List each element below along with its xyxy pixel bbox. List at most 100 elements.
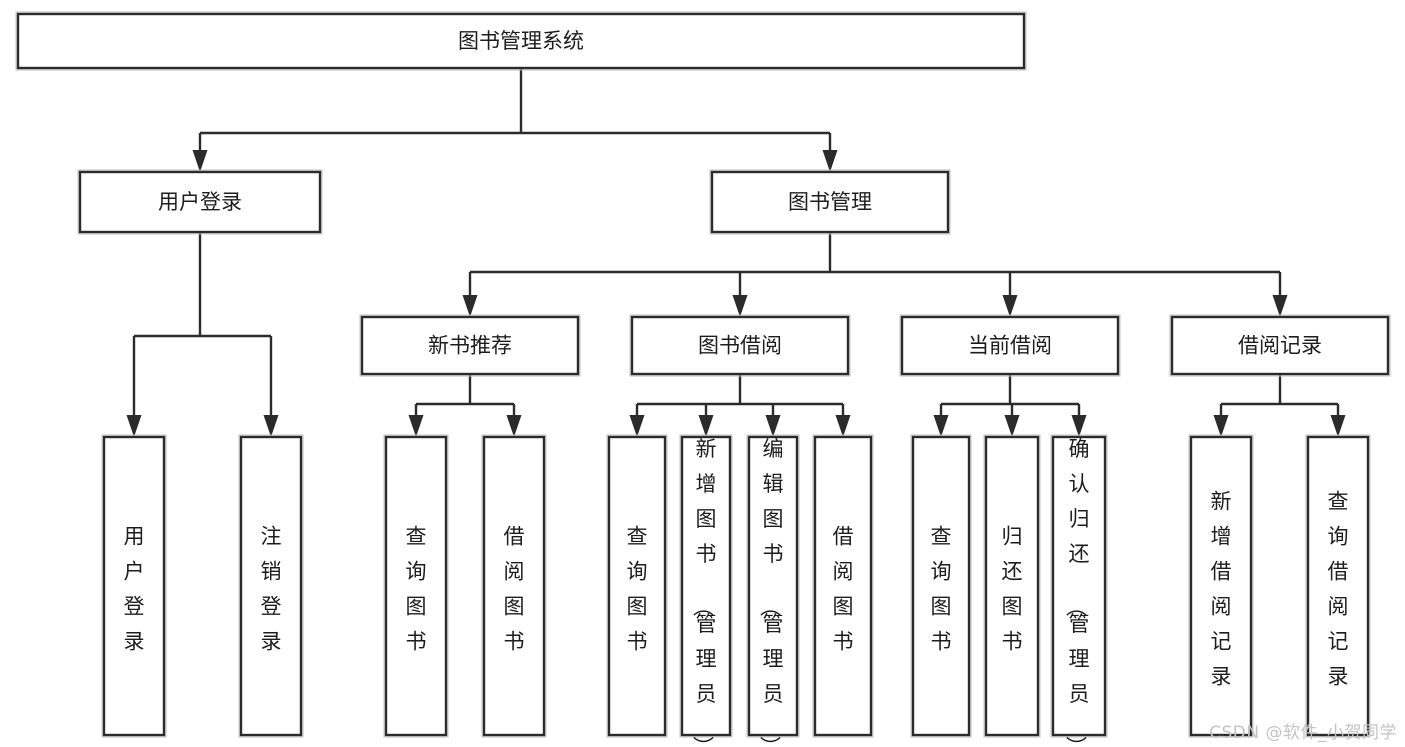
node-halo-login-logout — [238, 434, 304, 738]
node-halo-current — [899, 314, 1121, 377]
node-label-record-add: 新增借阅记录 — [1211, 489, 1232, 688]
node-halo-borrow-add — [679, 434, 733, 738]
node-borrow-edit[interactable]: 编辑图书（管理员） — [746, 434, 800, 747]
node-root[interactable]: 图书管理系统 — [15, 11, 1027, 71]
node-record[interactable]: 借阅记录 — [1169, 314, 1391, 377]
node-box-bookmgmt[interactable] — [710, 170, 950, 234]
node-halo-newbook — [359, 314, 581, 377]
node-halo-borrow-do — [812, 434, 874, 738]
connector-layer — [126, 68, 1346, 437]
node-label-current-query: 查询图书 — [931, 524, 952, 653]
node-label-record-query: 查询借阅记录 — [1328, 489, 1349, 688]
node-halo-current-query — [910, 434, 972, 738]
arrowhead-login — [192, 150, 208, 172]
node-halo-bookmgmt — [709, 169, 951, 235]
node-label-bookmgmt: 图书管理 — [788, 190, 872, 214]
node-borrow[interactable]: 图书借阅 — [629, 314, 851, 377]
node-newbook[interactable]: 新书推荐 — [359, 314, 581, 377]
node-box-newbook-query[interactable] — [384, 435, 448, 737]
arrowhead-newbook-query — [408, 415, 424, 437]
node-record-add[interactable]: 新增借阅记录 — [1188, 434, 1254, 738]
arrowhead-borrow-add — [698, 415, 714, 437]
node-record-query[interactable]: 查询借阅记录 — [1305, 434, 1371, 738]
node-halo-current-return — [983, 434, 1041, 738]
node-login-user[interactable]: 用户登录 — [101, 434, 167, 738]
node-box-borrow[interactable] — [630, 315, 850, 376]
node-box-record-add[interactable] — [1189, 435, 1253, 737]
node-box-borrow-edit[interactable] — [747, 435, 799, 737]
node-borrow-query[interactable]: 查询图书 — [606, 434, 668, 738]
node-box-record[interactable] — [1170, 315, 1390, 376]
node-box-newbook[interactable] — [360, 315, 580, 376]
arrowhead-borrow-edit — [765, 415, 781, 437]
csdn-watermark: CSDN @软件_小贺同学 — [1209, 723, 1397, 743]
arrowhead-login-logout — [263, 415, 279, 437]
node-box-login[interactable] — [78, 170, 322, 234]
node-label-newbook-borrow: 借阅图书 — [504, 524, 525, 653]
node-label-borrow-add: 新增图书（管理员） — [691, 437, 717, 747]
node-label-login: 用户登录 — [158, 190, 242, 214]
node-label-root: 图书管理系统 — [458, 29, 584, 53]
arrowhead-record-add — [1213, 415, 1229, 437]
arrowhead-login-user — [126, 415, 142, 437]
node-halo-current-confirm — [1050, 434, 1108, 738]
node-halo-newbook-query — [383, 434, 449, 738]
node-label-record: 借阅记录 — [1238, 334, 1322, 358]
node-box-current-query[interactable] — [911, 435, 971, 737]
node-box-current-return[interactable] — [984, 435, 1040, 737]
node-box-borrow-query[interactable] — [607, 435, 667, 737]
node-box-newbook-borrow[interactable] — [482, 435, 546, 737]
arrowhead-current-return — [1004, 415, 1020, 437]
node-halo-newbook-borrow — [481, 434, 547, 738]
node-login-logout[interactable]: 注销登录 — [238, 434, 304, 738]
node-box-record-query[interactable] — [1306, 435, 1370, 737]
arrowhead-current-confirm — [1071, 415, 1087, 437]
arrowhead-newbook-borrow — [506, 415, 522, 437]
arrowhead-borrow-query — [629, 415, 645, 437]
node-label-borrow-edit: 编辑图书（管理员） — [758, 437, 784, 747]
node-borrow-do[interactable]: 借阅图书 — [812, 434, 874, 738]
node-halo-root — [15, 11, 1027, 71]
node-box-login-user[interactable] — [102, 435, 166, 737]
node-current-confirm[interactable]: 确认归还（管理员） — [1050, 434, 1108, 747]
node-current[interactable]: 当前借阅 — [899, 314, 1121, 377]
node-halo-borrow — [629, 314, 851, 377]
node-borrow-add[interactable]: 新增图书（管理员） — [679, 434, 733, 747]
node-halo-borrow-query — [606, 434, 668, 738]
arrowhead-borrow-do — [835, 415, 851, 437]
node-halo-record — [1169, 314, 1391, 377]
arrowhead-newbook — [462, 295, 478, 317]
node-login[interactable]: 用户登录 — [77, 169, 323, 235]
node-box-login-logout[interactable] — [239, 435, 303, 737]
node-halo-login — [77, 169, 323, 235]
arrowhead-bookmgmt — [822, 150, 838, 172]
node-current-return[interactable]: 归还图书 — [983, 434, 1041, 738]
node-label-borrow-query: 查询图书 — [627, 524, 648, 653]
node-label-borrow-do: 借阅图书 — [833, 524, 854, 653]
arrowhead-record-query — [1330, 415, 1346, 437]
node-box-root[interactable] — [16, 12, 1026, 70]
node-current-query[interactable]: 查询图书 — [910, 434, 972, 738]
node-newbook-query[interactable]: 查询图书 — [383, 434, 449, 738]
node-label-borrow: 图书借阅 — [698, 334, 782, 358]
node-box-borrow-add[interactable] — [680, 435, 732, 737]
node-label-current: 当前借阅 — [968, 334, 1052, 358]
node-layer: 图书管理系统用户登录图书管理用户登录注销登录新书推荐图书借阅当前借阅借阅记录查询… — [15, 11, 1391, 747]
arrowhead-current — [1002, 295, 1018, 317]
node-halo-record-query — [1305, 434, 1371, 738]
arrowhead-current-query — [933, 415, 949, 437]
node-newbook-borrow[interactable]: 借阅图书 — [481, 434, 547, 738]
node-halo-login-user — [101, 434, 167, 738]
node-box-current[interactable] — [900, 315, 1120, 376]
node-label-current-confirm: 确认归还（管理员） — [1064, 437, 1090, 747]
node-box-current-confirm[interactable] — [1051, 435, 1107, 737]
arrowhead-borrow — [732, 295, 748, 317]
node-label-current-return: 归还图书 — [1002, 524, 1023, 653]
node-label-login-user: 用户登录 — [124, 524, 145, 653]
node-label-login-logout: 注销登录 — [261, 524, 282, 653]
node-box-borrow-do[interactable] — [813, 435, 873, 737]
node-halo-record-add — [1188, 434, 1254, 738]
node-halo-borrow-edit — [746, 434, 800, 738]
node-bookmgmt[interactable]: 图书管理 — [709, 169, 951, 235]
